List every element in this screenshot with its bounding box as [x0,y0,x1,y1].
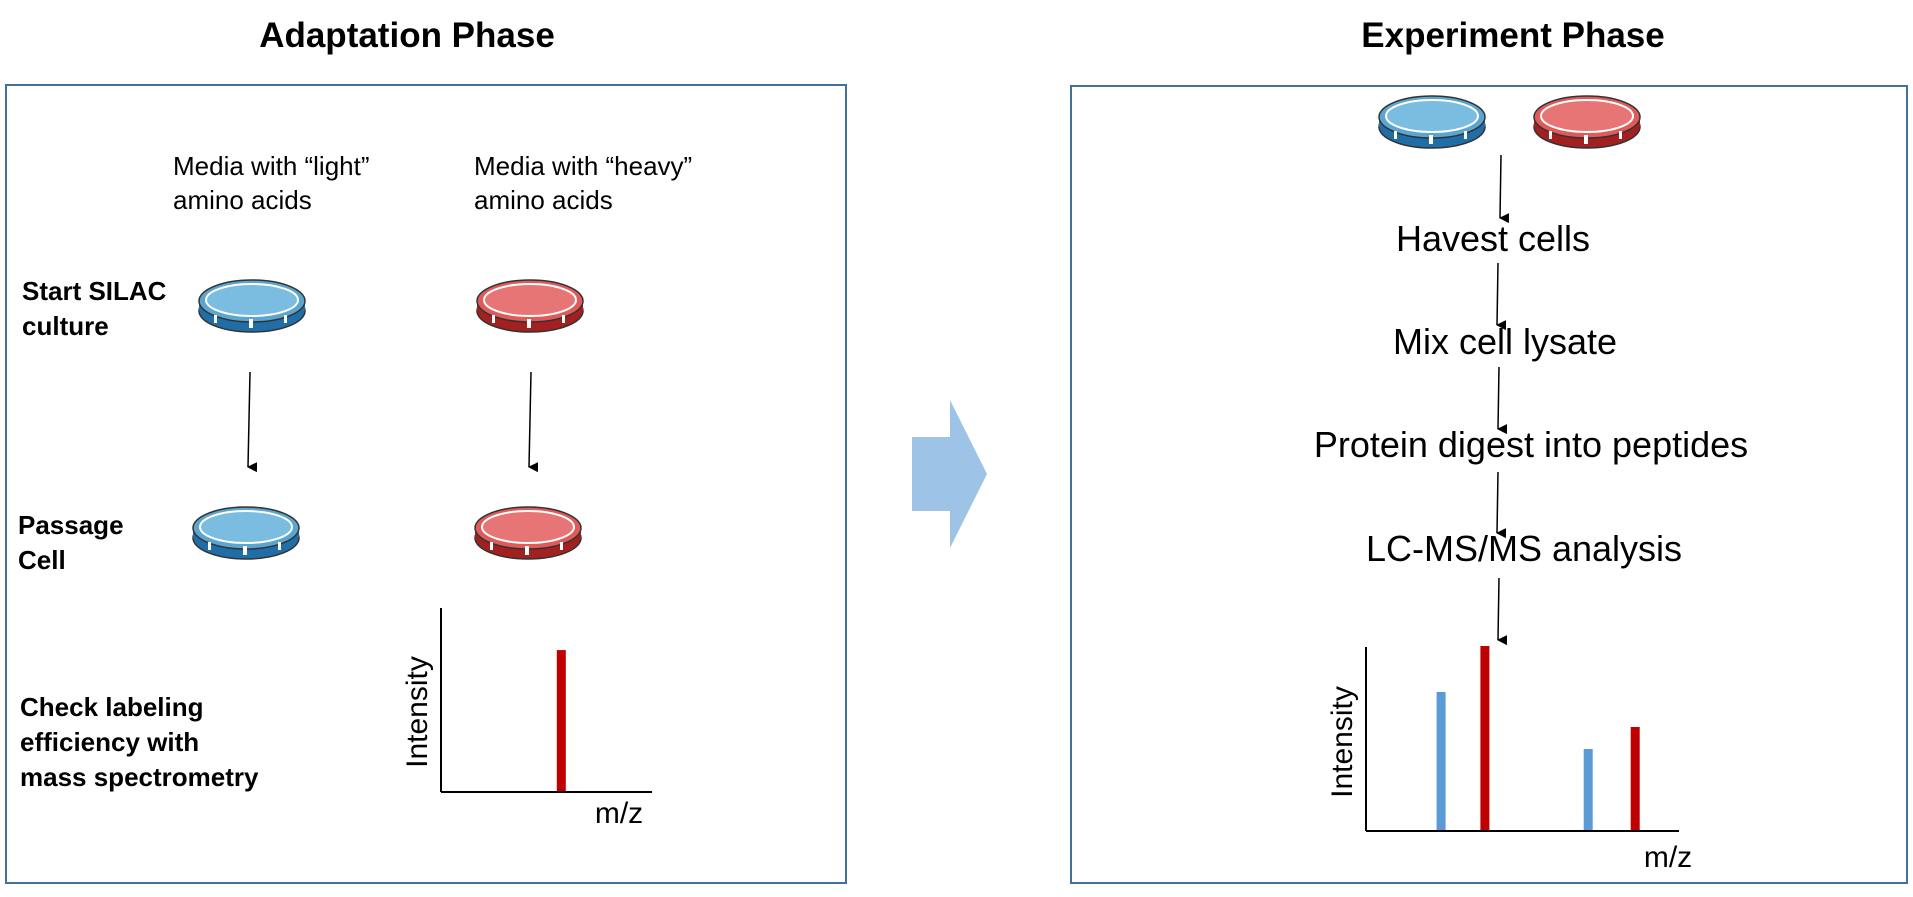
experiment-light-peak-2 [1583,749,1593,830]
experiment-spectrum-chart: Intensity m/z [1326,646,1692,874]
heavy-dish-passage [474,506,582,560]
light-dish-start [198,279,306,333]
experiment-arrow-4 [1496,471,1507,539]
experiment-heavy-peak-1 [1480,646,1490,830]
experiment-arrow-1 [1499,154,1510,224]
light-dish-passage [192,506,300,560]
adaptation-x-label: m/z [595,797,643,830]
step-harvest-cells: Havest cells [1396,218,1590,259]
check-labeling-label: Check labeling efficiency with mass spec… [20,692,259,792]
experiment-arrow-3 [1497,366,1508,435]
light-dish-experiment [1378,95,1486,149]
experiment-x-label: m/z [1644,841,1692,874]
phase-transition-arrow [912,400,987,548]
experiment-arrow-5 [1497,577,1508,646]
adaptation-y-label: Intensity [401,656,434,768]
passage-cell-label: Passage Cell [18,510,131,575]
step-mix-lysate: Mix cell lysate [1393,321,1617,362]
heavy-media-label: Media with “heavy” amino acids [474,151,699,215]
light-culture-arrow [247,371,258,473]
adaptation-phase-frame [5,84,847,884]
experiment-light-peak-1 [1436,692,1446,830]
heavy-dish-experiment [1533,95,1641,149]
experiment-heavy-peak-2 [1630,727,1640,830]
heavy-culture-arrow [528,371,539,473]
adaptation-spectrum-chart: Intensity m/z [401,608,652,830]
experiment-phase-frame [1070,85,1908,884]
step-lc-ms-analysis: LC-MS/MS analysis [1366,528,1682,569]
start-silac-culture-label: Start SILAC culture [22,276,174,341]
experiment-arrow-2 [1496,262,1507,331]
adaptation-heavy-peak-1 [556,650,566,791]
heavy-dish-start [476,279,584,333]
experiment-y-label: Intensity [1326,686,1359,798]
experiment-phase-title: Experiment Phase [1361,16,1664,55]
light-media-label: Media with “light” amino acids [173,151,377,215]
step-protein-digest: Protein digest into peptides [1314,424,1748,465]
adaptation-phase-title: Adaptation Phase [259,16,555,55]
